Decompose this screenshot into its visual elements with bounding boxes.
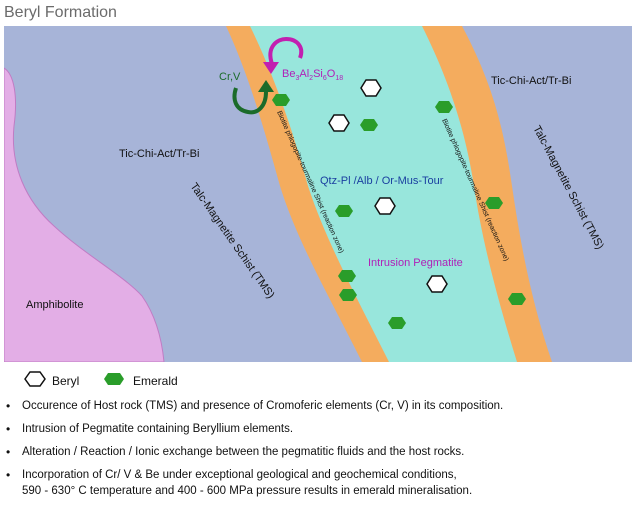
beryl-crystal-icon xyxy=(328,114,350,132)
emerald-crystal-icon xyxy=(272,94,290,106)
emerald-crystal-icon xyxy=(338,270,356,282)
notes-list: Occurence of Host rock (TMS) and presenc… xyxy=(4,398,632,499)
page-title: Beryl Formation xyxy=(4,4,117,21)
emerald-crystal-icon xyxy=(508,293,526,305)
amphibolite-area xyxy=(4,67,165,362)
emerald-legend-icon xyxy=(104,373,124,385)
emerald-crystal-icon xyxy=(388,317,406,329)
emerald-crystal-icon xyxy=(339,289,357,301)
crv-label: Cr,V xyxy=(219,71,241,83)
emerald-crystal-icon xyxy=(485,197,503,209)
beryl-legend-icon xyxy=(24,371,46,387)
emerald-legend-label: Emerald xyxy=(133,374,178,388)
emerald-crystal-icon xyxy=(435,101,453,113)
note-item: Occurence of Host rock (TMS) and presenc… xyxy=(4,398,632,414)
beryl-formation-diagram: Tic-Chi-Act/Tr-Bi Tic-Chi-Act/Tr-Bi Amph… xyxy=(4,26,632,362)
chromium-vanadium-arrow-icon xyxy=(232,80,274,115)
amphibolite-label: Amphibolite xyxy=(26,299,83,311)
emerald-crystal-icon xyxy=(360,119,378,131)
note-line: Incorporation of Cr/ V & Be under except… xyxy=(22,469,457,481)
note-item: Incorporation of Cr/ V & Be under except… xyxy=(4,467,632,499)
note-item: Alteration / Reaction / Ionic exchange b… xyxy=(4,444,632,460)
pegmatite-mineralogy-label: Qtz-Pl /Alb / Or-Mus-Tour xyxy=(320,175,444,187)
legend: Beryl Emerald xyxy=(22,371,322,391)
beryl-crystal-icon xyxy=(360,79,382,97)
beryl-crystal-icon xyxy=(374,197,396,215)
note-item: Intrusion of Pegmatite containing Beryll… xyxy=(4,421,632,437)
beryl-formula-label: Be3Al2Si6O18 xyxy=(282,68,343,82)
pegmatite-label: Intrusion Pegmatite xyxy=(368,257,463,269)
beryllium-arrow-icon xyxy=(263,36,304,74)
note-line: 590 - 630° C temperature and 400 - 600 M… xyxy=(22,485,473,497)
beryl-crystal-icon xyxy=(426,275,448,293)
emerald-crystal-icon xyxy=(335,205,353,217)
right-host-label: Tic-Chi-Act/Tr-Bi xyxy=(491,75,571,87)
beryl-legend-label: Beryl xyxy=(52,374,80,388)
left-host-label: Tic-Chi-Act/Tr-Bi xyxy=(119,148,199,160)
